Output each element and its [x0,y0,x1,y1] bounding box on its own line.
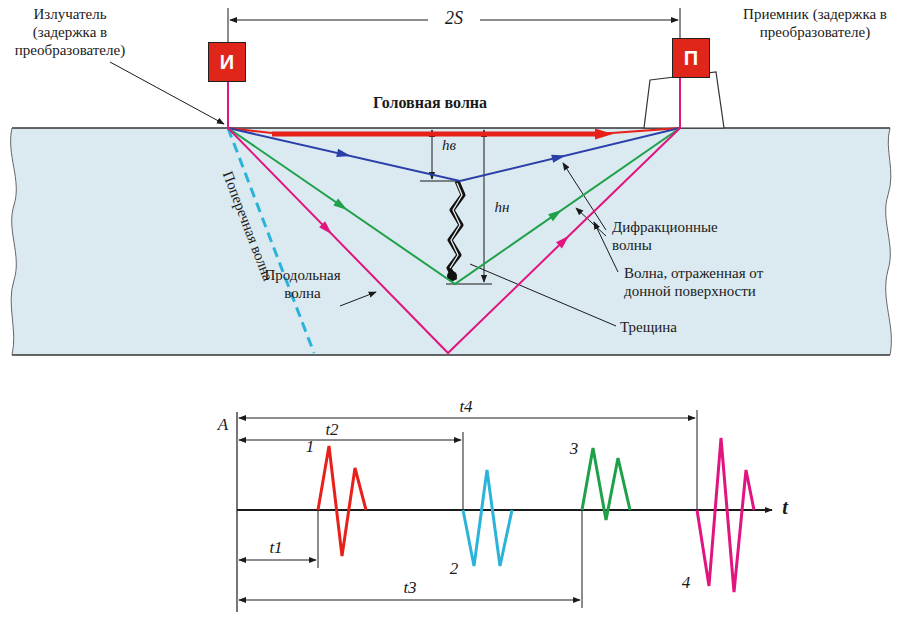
signal-number: 1 [302,438,318,456]
edge-label: Головная волна [340,94,520,112]
wave-path [228,78,680,133]
wave-arrowhead [336,149,351,157]
dimension-label: 2S [428,9,480,27]
wave-path [228,78,680,181]
dimension-label: hн [489,198,515,216]
wave-arrowhead [595,129,613,140]
wave-line [228,78,680,133]
wave-line [228,78,680,284]
dimension-label: hв [436,136,462,154]
wave-arrowhead [556,236,569,249]
wave-path [228,78,680,284]
wave-arrowhead [319,221,332,234]
wave-arrowhead [551,155,566,163]
transducer-box: Излучатель (задержка в преобразователе)И [208,42,246,82]
wave-label: Дифракционные волны [612,218,732,254]
crack-label: Трещина [620,318,700,336]
wave-line [228,78,680,353]
wave-arrowhead [333,199,347,210]
head-wave-bar [272,132,598,137]
transducer-box: Приемник (задержка в преобразователе)П [672,38,710,78]
transducer-letter: П [673,47,709,70]
axis-label: A [214,416,232,434]
time-label: t4 [452,398,480,416]
wave-label: Продольная волна [255,266,350,302]
signal-number: 3 [566,440,582,458]
signal-number: 4 [678,574,694,592]
axis-label: t [776,498,794,516]
time-label: t2 [318,421,346,439]
time-label: t3 [396,579,424,597]
wave-arrowhead [548,210,562,221]
transducer-heading: Приемник (задержка в преобразователе) [729,5,901,41]
wave-label: Волна, отраженная от донной поверхности [624,264,789,300]
wave-line [228,78,680,181]
transducer-letter: И [209,51,245,74]
transducer-heading: Излучатель (задержка в преобразователе) [1,5,139,59]
time-label: t1 [262,539,290,557]
signal-number: 2 [446,560,462,578]
wave-path [228,78,680,353]
